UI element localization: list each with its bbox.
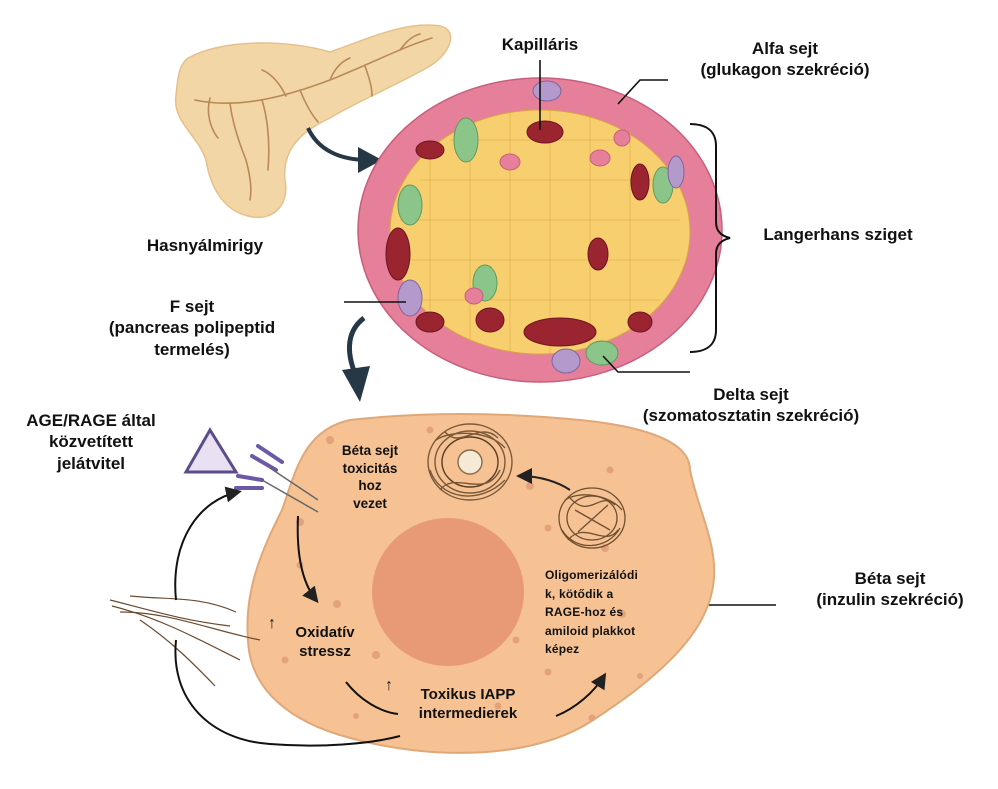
label-beta-toxicity: Béta sejt toxicitás hoz vezet [330,442,410,512]
label-oxidativ-stressz: Oxidatív stressz [285,624,365,662]
f-cell [398,280,422,316]
label-age-rage: AGE/RAGE által közvetített jelátvitel [6,410,176,474]
label-hasnyalmirigy: Hasnyálmirigy [120,235,290,256]
label-kapillaris: Kapilláris [478,34,602,55]
capillary [527,121,563,143]
label-toxikus-iapp: Toxikus IAPP intermedierek [398,686,538,724]
arrow-to-receptor [175,492,238,600]
label-toxikus-up-arrow: ↑ [382,676,396,696]
label-f-sejt: F sejt (pancreas polipeptid termelés) [72,296,312,360]
nucleus [372,518,524,666]
label-alfa-sejt: Alfa sejt (glukagon szekréció) [660,38,910,81]
delta-cell [586,341,618,365]
extracellular-fibrils [110,596,260,686]
label-delta-sejt: Delta sejt (szomatosztatin szekréció) [606,384,896,427]
label-oxidativ-up-arrow: ↑ [265,614,279,634]
label-langerhans: Langerhans sziget [738,224,938,245]
label-beta-sejt: Béta sejt (inzulin szekréció) [790,568,990,611]
label-oligomerizalodik: Oligomerizálódi k, kötődik a RAGE-hoz és… [545,566,665,659]
